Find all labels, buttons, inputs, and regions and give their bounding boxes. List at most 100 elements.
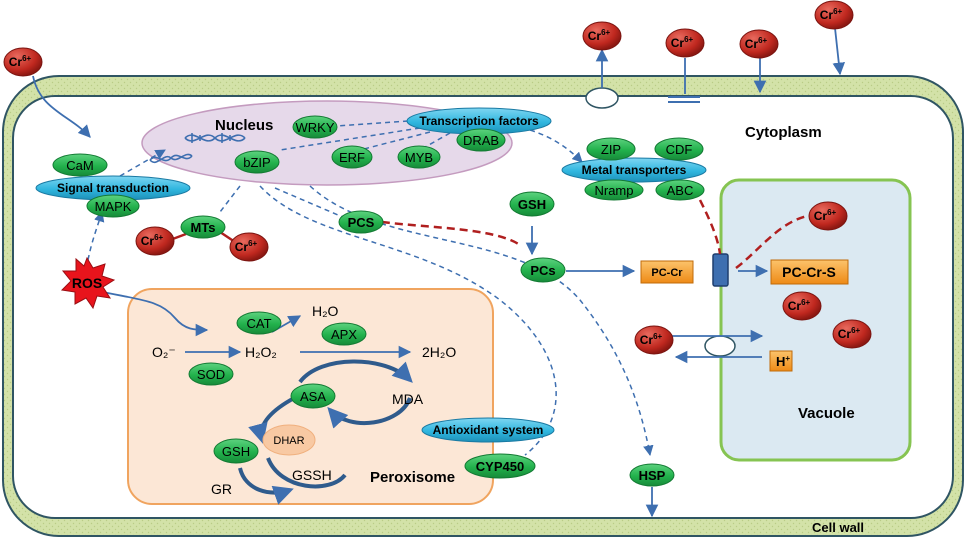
wrky-oval [292, 115, 338, 139]
cyp450-label: CYP450 [476, 459, 524, 474]
ros-label: ROS [72, 275, 102, 291]
gsh-oval [509, 191, 555, 217]
h2o-label: H₂O [312, 303, 339, 319]
zip-oval [586, 137, 636, 161]
drab-oval [456, 128, 506, 152]
two-h2o-label: 2H₂O [422, 344, 456, 360]
metal-transporters-label: Metal transporters [582, 163, 687, 177]
cr-ion: Cr6+ [739, 29, 779, 59]
superoxide-label: O₂⁻ [152, 344, 176, 360]
cr-ions: Cr6+ Cr6+ Cr6+ Cr6+ Cr6+ Cr6+ Cr6+ Cr6+ [3, 0, 872, 355]
red-dashed-links [381, 199, 813, 269]
pc-cr-label: PC-Cr [651, 267, 683, 279]
myb-label: MYB [405, 150, 433, 165]
pcs-to-pcs-link [381, 220, 521, 247]
apx-label: APX [331, 327, 357, 342]
vacuole-transporter [712, 253, 729, 287]
nucleus-to-mts-link [219, 185, 241, 213]
membrane-channel [585, 87, 619, 109]
myb-oval [397, 145, 441, 169]
cr-ion: Cr6+ [135, 226, 175, 256]
tf-to-bzip-link [279, 127, 421, 151]
vacuole-label: Vacuole [798, 405, 855, 422]
cr-ion: Cr6+ [808, 201, 848, 231]
vacuole [719, 178, 912, 462]
cam-label: CaM [66, 158, 93, 173]
abc-to-vacuole-link [698, 199, 722, 255]
tf-to-erf-link [359, 131, 431, 151]
pcs-label: PCs [530, 263, 555, 278]
sod-label: SOD [197, 367, 225, 382]
ros-burst [60, 256, 116, 310]
svg-text:Cr6+: Cr6+ [671, 35, 694, 50]
tf-to-wrky-link [336, 120, 409, 127]
apx-oval [321, 322, 367, 346]
bzip-to-pcs-link [274, 187, 346, 219]
nramp-oval [584, 179, 644, 201]
wrky-label: WRKY [296, 120, 335, 135]
gsh-label: GSH [518, 197, 546, 212]
cdf-label: CDF [666, 142, 693, 157]
blue-banners: Signal transduction Transcription factor… [35, 107, 707, 443]
cr-ion: Cr6+ [229, 232, 269, 262]
vacuole-cr-link [735, 213, 813, 269]
mapk-oval [86, 194, 140, 218]
asa-oval [290, 383, 336, 409]
antioxidant-system-label: Antioxidant system [433, 423, 544, 437]
cr-entry-arrow [32, 75, 91, 138]
signal-transduction-label: Signal transduction [57, 181, 169, 195]
cat-oval [236, 311, 282, 335]
cr-ion: Cr6+ [814, 0, 854, 30]
mts-oval [180, 215, 226, 239]
zip-label: ZIP [601, 142, 621, 157]
bzip-label: bZIP [243, 155, 270, 170]
dhar-oval [262, 424, 316, 456]
svg-text:Cr6+: Cr6+ [235, 239, 258, 254]
gr-label: GR [211, 481, 232, 497]
cr-ion: Cr6+ [832, 319, 872, 349]
green-ovals: CaM MAPK WRKY bZIP ERF MYB DRAB ZIP CDF … [52, 115, 705, 487]
bzip-oval [234, 150, 280, 174]
pcs-enzyme-label: PCS [348, 215, 375, 230]
cat-label: CAT [246, 316, 271, 331]
svg-text:Cr6+: Cr6+ [9, 54, 32, 69]
mapk-label: MAPK [95, 199, 132, 214]
erf-oval [331, 145, 373, 169]
mts-label: MTs [190, 220, 215, 235]
ros-to-peroxisome-arrow [97, 290, 209, 337]
gssh-label: GSSH [292, 467, 332, 483]
svg-text:Cr6+: Cr6+ [141, 233, 164, 248]
cdf-oval [654, 137, 704, 161]
pcs-oval [520, 257, 566, 283]
peroxisome-gsh-label: GSH [222, 444, 250, 459]
pc-cr-s-box [770, 259, 849, 285]
pcs-enzyme-oval [338, 210, 384, 234]
cr-ion: Cr6+ [582, 21, 622, 51]
hsp-label: HSP [639, 468, 666, 483]
cr-ion: Cr6+ [3, 47, 43, 77]
h2o2-label: H₂O₂ [245, 344, 277, 360]
proton-box [769, 350, 793, 372]
cr-ion: Cr6+ [665, 28, 705, 58]
dna-icon [184, 133, 246, 143]
cytoplasm-label: Cytoplasm [745, 124, 822, 141]
sod-oval [188, 362, 234, 386]
nucleus-to-hsp-link [309, 185, 654, 457]
svg-text:Cr6+: Cr6+ [745, 36, 768, 51]
proton-label: H+ [776, 354, 790, 369]
svg-text:Cr6+: Cr6+ [838, 326, 861, 341]
nucleus-label: Nucleus [215, 117, 273, 134]
transcription-factors-label: Transcription factors [419, 114, 539, 128]
cr-ion: Cr6+ [634, 325, 674, 355]
nucleus-to-cyp-link [259, 185, 557, 456]
nramp-label: Nramp [594, 183, 633, 198]
cr-wall-arrow [832, 27, 846, 76]
antiporter-channel [704, 335, 736, 357]
arrows [32, 27, 846, 518]
cell-wall-label: Cell wall [812, 520, 864, 535]
pc-cr-box [640, 260, 694, 284]
svg-text:Cr6+: Cr6+ [588, 28, 611, 43]
abc-label: ABC [667, 183, 694, 198]
svg-text:Cr6+: Cr6+ [814, 208, 837, 223]
peroxisome-label: Peroxisome [370, 469, 455, 486]
